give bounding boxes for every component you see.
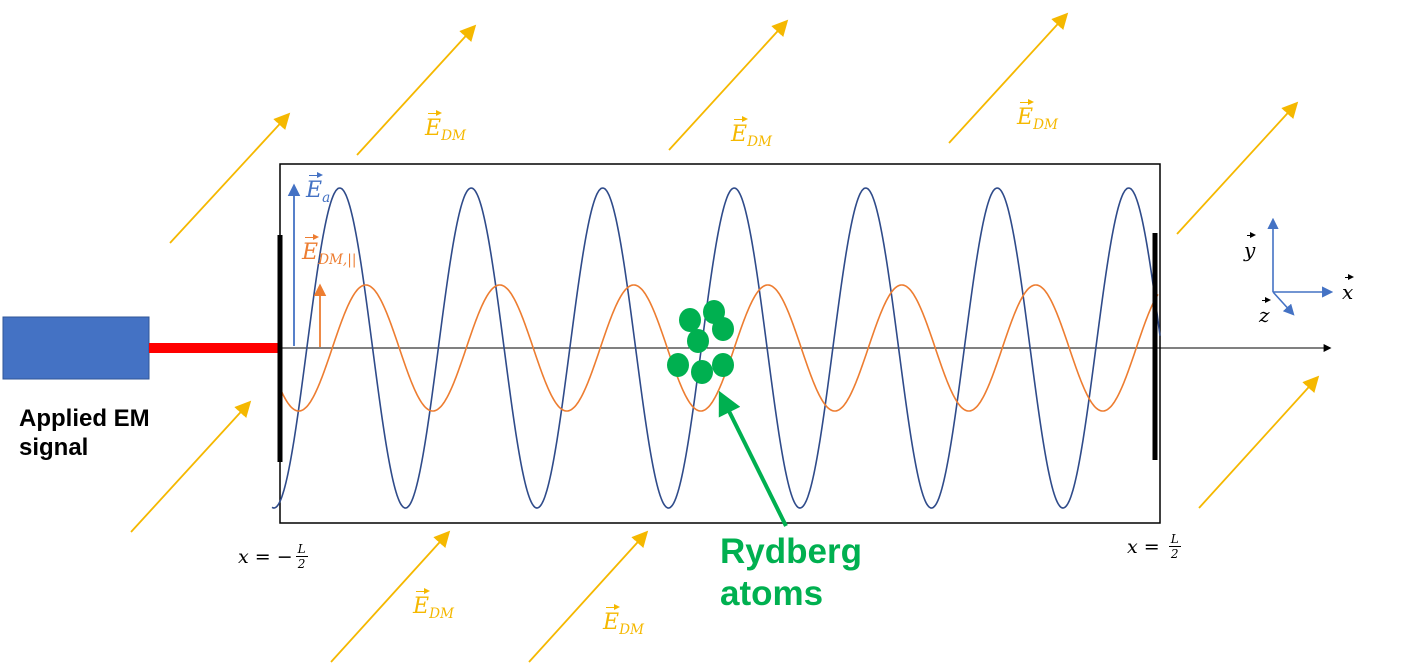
coordinate-axes <box>1267 217 1334 316</box>
z-axis-arrow <box>1272 291 1295 316</box>
dm-arrow-1 <box>169 112 291 244</box>
rydberg-atom <box>712 353 734 377</box>
e-dm-parallel-label: EDM,|| <box>302 234 357 268</box>
rydberg-atom-cluster <box>667 300 734 384</box>
axion-field-wave <box>271 187 1161 509</box>
dm-arrow-9 <box>528 530 649 663</box>
cavity-box <box>279 163 1161 524</box>
dm-parallel-wave <box>279 284 1159 412</box>
e-dm-label-4: EDM <box>413 588 454 622</box>
e-a-label: Ea <box>306 172 331 206</box>
rydberg-atom <box>712 317 734 341</box>
e-dm-label-5: EDM <box>603 604 644 638</box>
dm-field-arrows <box>130 12 1320 663</box>
applied-signal-label: Applied EM signal <box>19 405 150 461</box>
dm-arrow-4 <box>948 12 1069 144</box>
e-dm-label-2: EDM <box>731 116 772 150</box>
dm-arrow-6 <box>1198 375 1320 509</box>
z-axis-label: z <box>1259 297 1271 327</box>
rydberg-atom <box>687 329 709 353</box>
rydberg-atom <box>679 308 701 332</box>
signal-source-box <box>2 316 150 380</box>
dm-arrow-2 <box>356 24 477 156</box>
rydberg-pointer-arrow <box>718 390 788 527</box>
dm-arrow-3 <box>668 19 789 151</box>
dm-arrow-7 <box>130 400 252 533</box>
y-axis-label: y <box>1244 232 1257 262</box>
dm-arrow-8 <box>330 530 451 663</box>
x-axis-label: x <box>1342 274 1355 304</box>
rydberg-atom <box>691 360 713 384</box>
rydberg-atoms-label: Rydberg atoms <box>720 532 862 613</box>
e-dm-label-3: EDM <box>1017 99 1058 133</box>
dm-arrow-5 <box>1176 101 1299 235</box>
e-dm-label-1: EDM <box>425 110 466 144</box>
rydberg-atom <box>667 353 689 377</box>
